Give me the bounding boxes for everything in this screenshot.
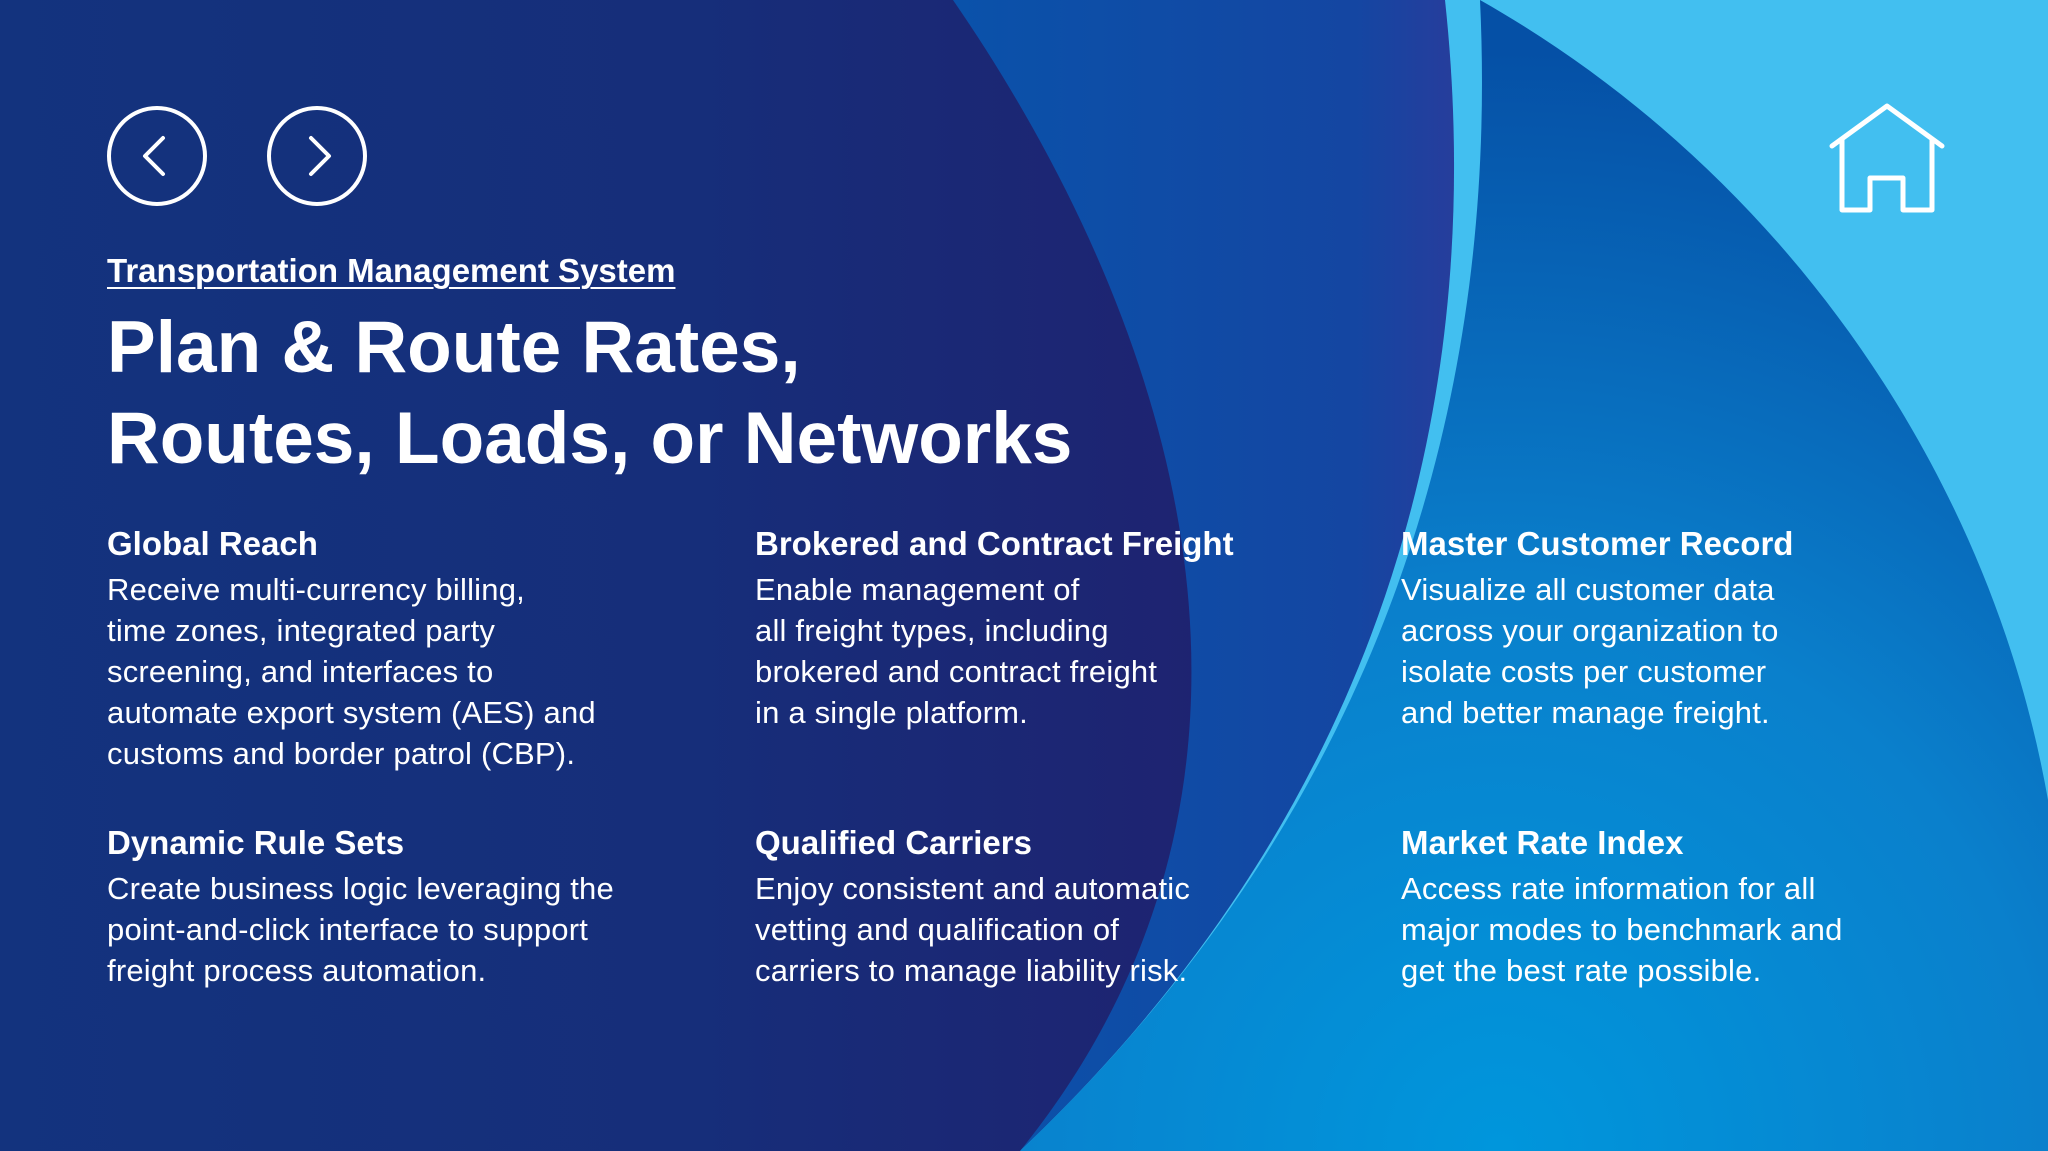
feature-heading: Brokered and Contract Freight: [755, 525, 1234, 562]
line: Enable management of: [755, 572, 1080, 607]
feature-description: Access rate information for all major mo…: [1401, 868, 2041, 991]
line: Access rate information for all: [1401, 871, 1816, 906]
feature-heading: Dynamic Rule Sets: [107, 824, 405, 861]
bright-blue-arc: [1020, 0, 2048, 1151]
line: screening, and interfaces to: [107, 654, 494, 689]
feature-heading: Market Rate Index: [1401, 824, 1684, 861]
feature-description: Visualize all customer data across your …: [1401, 569, 2041, 733]
chevron-left-icon: [143, 136, 165, 176]
chevron-right-icon: [309, 136, 331, 176]
line: isolate costs per customer: [1401, 654, 1767, 689]
feature-qualified-carriers: Qualified Carriers Enjoy consistent and …: [755, 823, 1395, 991]
feature-description: Enjoy consistent and automatic vetting a…: [755, 868, 1395, 991]
feature-heading: Master Customer Record: [1401, 525, 1794, 562]
line: carriers to manage liability risk.: [755, 953, 1188, 988]
line: across your organization to: [1401, 613, 1779, 648]
line: point-and-click interface to support: [107, 912, 589, 947]
feature-heading: Qualified Carriers: [755, 824, 1032, 861]
section-link[interactable]: Transportation Management System: [107, 252, 676, 289]
feature-description: Enable management of all freight types, …: [755, 569, 1395, 733]
feature-description: Create business logic leveraging the poi…: [107, 868, 747, 991]
feature-heading: Global Reach: [107, 525, 318, 562]
feature-global-reach: Global Reach Receive multi-currency bill…: [107, 524, 747, 774]
feature-market-rate-index: Market Rate Index Access rate informatio…: [1401, 823, 2041, 991]
navy-arc: [0, 0, 1192, 1151]
forward-button[interactable]: [267, 106, 367, 206]
line: time zones, integrated party: [107, 613, 496, 648]
home-icon[interactable]: [1826, 100, 1948, 218]
line: Enjoy consistent and automatic: [755, 871, 1191, 906]
line: in a single platform.: [755, 695, 1028, 730]
line: automate export system (AES) and: [107, 695, 596, 730]
line: customs and border patrol (CBP).: [107, 736, 576, 771]
feature-master-customer-record: Master Customer Record Visualize all cus…: [1401, 524, 2041, 733]
line: Visualize all customer data: [1401, 572, 1775, 607]
line: major modes to benchmark and: [1401, 912, 1843, 947]
back-button[interactable]: [107, 106, 207, 206]
title-line: Routes, Loads, or Networks: [107, 398, 1073, 479]
line: and better manage freight.: [1401, 695, 1770, 730]
page-title: Plan & Route Rates, Routes, Loads, or Ne…: [107, 302, 1072, 484]
feature-description: Receive multi-currency billing, time zon…: [107, 569, 747, 774]
line: all freight types, including: [755, 613, 1109, 648]
line: vetting and qualification of: [755, 912, 1120, 947]
line: freight process automation.: [107, 953, 487, 988]
feature-brokered-contract-freight: Brokered and Contract Freight Enable man…: [755, 524, 1395, 733]
line: brokered and contract freight: [755, 654, 1158, 689]
line: Receive multi-currency billing,: [107, 572, 525, 607]
line: get the best rate possible.: [1401, 953, 1762, 988]
line: Create business logic leveraging the: [107, 871, 614, 906]
title-line: Plan & Route Rates,: [107, 307, 801, 388]
feature-dynamic-rule-sets: Dynamic Rule Sets Create business logic …: [107, 823, 747, 991]
